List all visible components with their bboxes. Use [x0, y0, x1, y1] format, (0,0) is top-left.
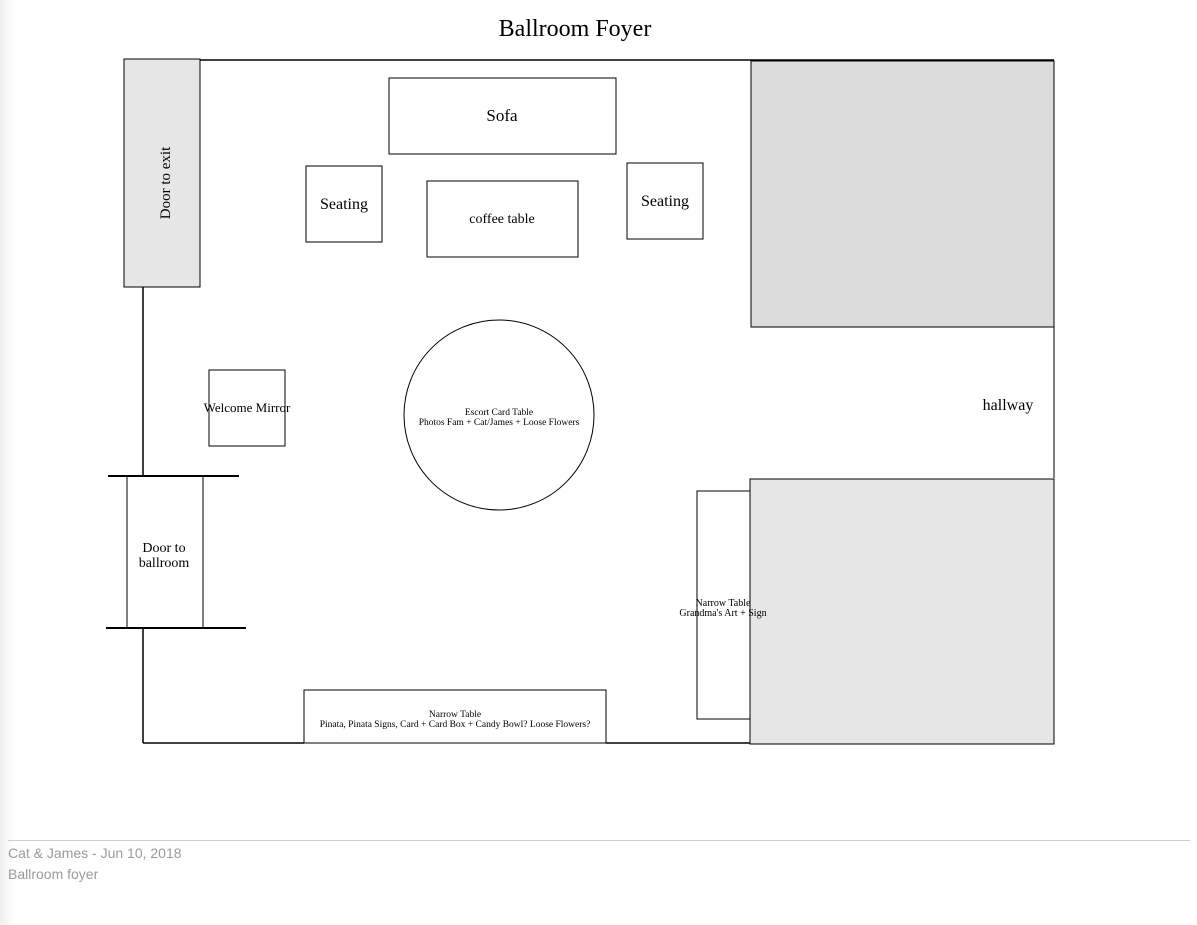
sofa[interactable]: Sofa [388, 77, 617, 155]
door-to-exit-shape[interactable] [123, 58, 201, 288]
room-walls [142, 59, 752, 744]
seating-left-shape[interactable] [305, 165, 383, 243]
page-edge-shadow [0, 0, 14, 925]
sofa-label: Sofa [486, 106, 518, 125]
sofa-shape[interactable] [388, 77, 617, 155]
diagram-title: Ballroom Foyer [499, 16, 652, 42]
footer-subtitle: Ballroom foyer [8, 866, 99, 882]
narrow-table-bottom-shape[interactable] [303, 689, 607, 744]
escort-card-table-label-2: Photos Fam + Cat/James + Loose Flowers [419, 418, 580, 428]
narrow-table-right[interactable]: Narrow Table Grandma's Art + Sign [679, 490, 767, 720]
door-to-ballroom-label-1: Door to [142, 541, 185, 556]
seating-left-label: Seating [320, 196, 368, 213]
narrow-table-right-label-2: Grandma's Art + Sign [679, 608, 766, 619]
door-to-ballroom-shape[interactable] [126, 475, 204, 629]
hallway-label: hallway [983, 397, 1034, 414]
seating-left[interactable]: Seating [305, 165, 383, 243]
door-to-ballroom-label-2: ballroom [139, 556, 190, 571]
welcome-mirror-shape[interactable] [208, 369, 286, 447]
lower-right-block[interactable] [749, 478, 1055, 745]
door-to-exit[interactable]: Door to exit [123, 58, 201, 288]
welcome-mirror[interactable]: Welcome Mirror [204, 369, 291, 447]
coffee-table-label: coffee table [469, 212, 534, 227]
upper-right-block[interactable] [750, 60, 1055, 328]
seating-right-label: Seating [641, 193, 689, 210]
seating-right[interactable]: Seating [626, 162, 704, 240]
coffee-table[interactable]: coffee table [426, 180, 579, 258]
narrow-table-bottom-label-2: Pinata, Pinata Signs, Card + Card Box + … [320, 720, 591, 730]
narrow-table-right-shape[interactable] [696, 490, 751, 720]
footer-caption: Cat & James - Jun 10, 2018 [8, 845, 182, 861]
footer-divider [8, 840, 1190, 841]
escort-card-table-label-1: Escort Card Table [465, 408, 533, 418]
door-to-ballroom[interactable]: Door to ballroom [106, 475, 246, 629]
escort-card-table-shape[interactable] [403, 319, 595, 511]
escort-card-table[interactable]: Escort Card Table Photos Fam + Cat/James… [403, 319, 595, 511]
narrow-table-right-label-1: Narrow Table [696, 598, 751, 609]
welcome-mirror-label: Welcome Mirror [204, 400, 291, 415]
narrow-table-bottom-label-1: Narrow Table [429, 710, 481, 720]
coffee-table-shape[interactable] [426, 180, 579, 258]
seating-right-shape[interactable] [626, 162, 704, 240]
narrow-table-bottom[interactable]: Narrow Table Pinata, Pinata Signs, Card … [303, 689, 607, 744]
door-to-exit-label: Door to exit [158, 146, 174, 219]
